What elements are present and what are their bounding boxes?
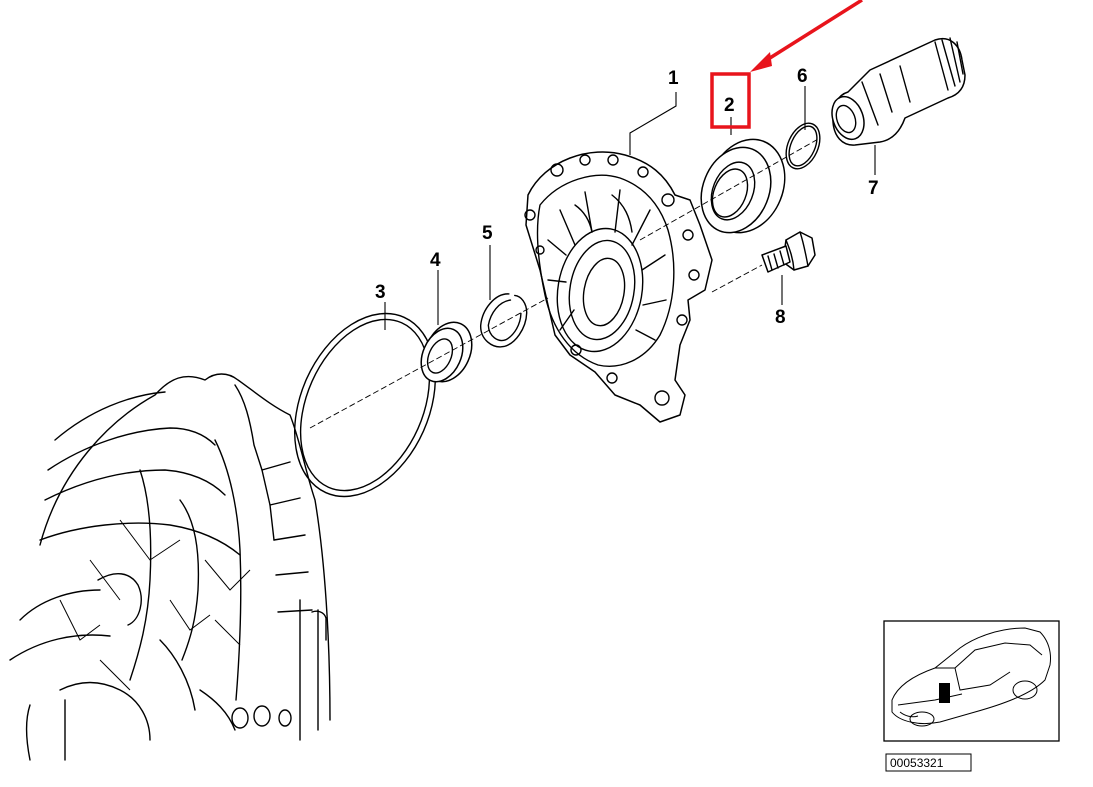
callout-1: 1 — [668, 68, 679, 89]
callout-2: 2 — [724, 95, 735, 116]
highlight-box — [710, 72, 751, 129]
part-7-spline-shaft — [831, 37, 966, 146]
leader-lines — [384, 86, 876, 330]
vehicle-location-thumbnail: 00053321 — [883, 620, 1060, 772]
highlight-arrow-line — [761, 0, 863, 65]
part-location-marker — [939, 683, 950, 703]
gearbox-housing — [9, 373, 331, 761]
callout-2-highlight — [710, 0, 863, 129]
part-6-small-o-ring — [785, 122, 821, 170]
callout-3: 3 — [375, 282, 386, 303]
diagram-reference-code: 00053321 — [890, 756, 944, 770]
part-4-seal-ring — [420, 321, 473, 383]
part-3-o-ring — [293, 312, 437, 498]
part-1-output-housing — [524, 151, 713, 423]
callout-6: 6 — [797, 66, 808, 87]
callout-4: 4 — [430, 250, 441, 271]
car-sketch — [891, 627, 1051, 727]
highlight-arrowhead — [750, 52, 772, 72]
assembly-axes — [309, 137, 821, 429]
part-2-shaft-seal — [700, 138, 786, 234]
callout-7: 7 — [868, 178, 879, 199]
callout-5: 5 — [482, 223, 493, 244]
part-5-circlip — [480, 293, 528, 348]
callout-8: 8 — [775, 307, 786, 328]
part-8-hex-bolt — [761, 231, 816, 273]
